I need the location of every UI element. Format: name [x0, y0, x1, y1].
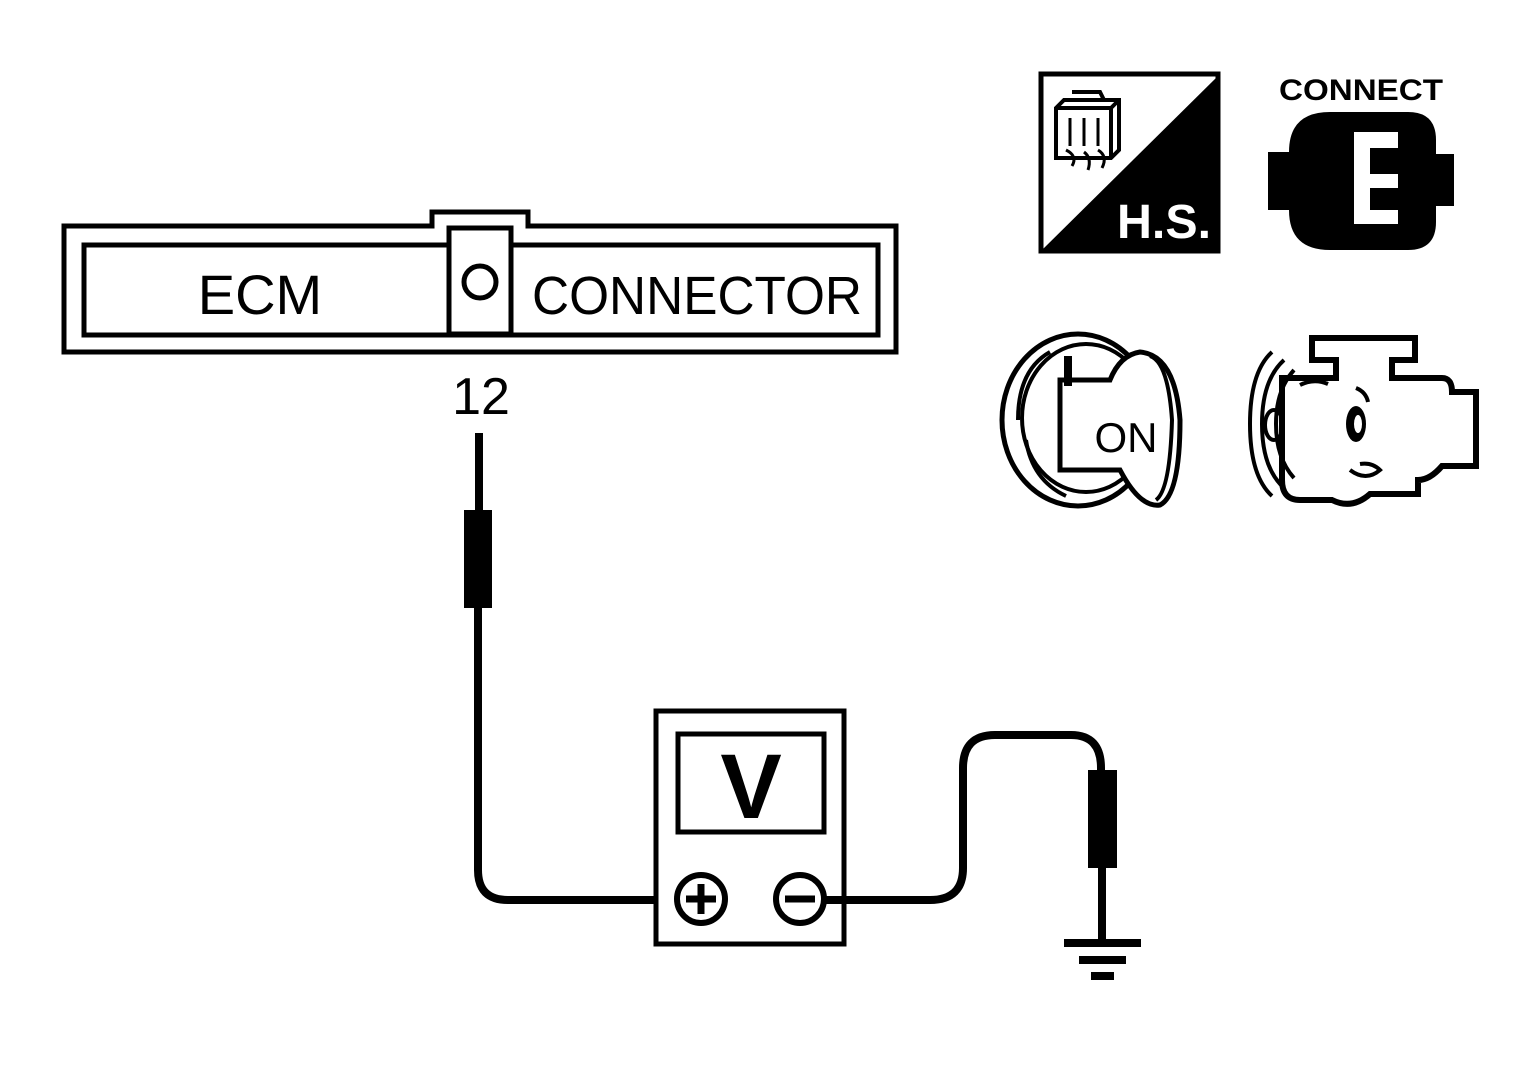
- connector-label: CONNECTOR: [532, 266, 862, 326]
- terminal-number: 12: [452, 368, 510, 426]
- connect-icon: CONNECT: [1268, 74, 1454, 250]
- positive-terminal-icon: [674, 872, 728, 926]
- engine-icon: [1247, 335, 1479, 507]
- ecm-label: ECM: [198, 263, 322, 326]
- ground-symbol-icon: [1064, 939, 1141, 980]
- connect-label: CONNECT: [1279, 74, 1443, 107]
- voltmeter: V: [653, 708, 847, 947]
- negative-probe: [824, 731, 1117, 944]
- harness-side-connector-icon: H.S.: [1038, 71, 1221, 254]
- terminal-pin-icon: [461, 263, 499, 301]
- harness-side-label: H.S.: [1117, 196, 1211, 249]
- negative-terminal-icon: [773, 872, 827, 926]
- ignition-on-label: ON: [1095, 414, 1158, 461]
- ecm-connector: ECM CONNECTOR 12: [61, 209, 899, 426]
- positive-probe: [464, 433, 676, 904]
- meter-mode-label: V: [720, 736, 781, 838]
- ignition-key-icon: ON: [999, 331, 1183, 509]
